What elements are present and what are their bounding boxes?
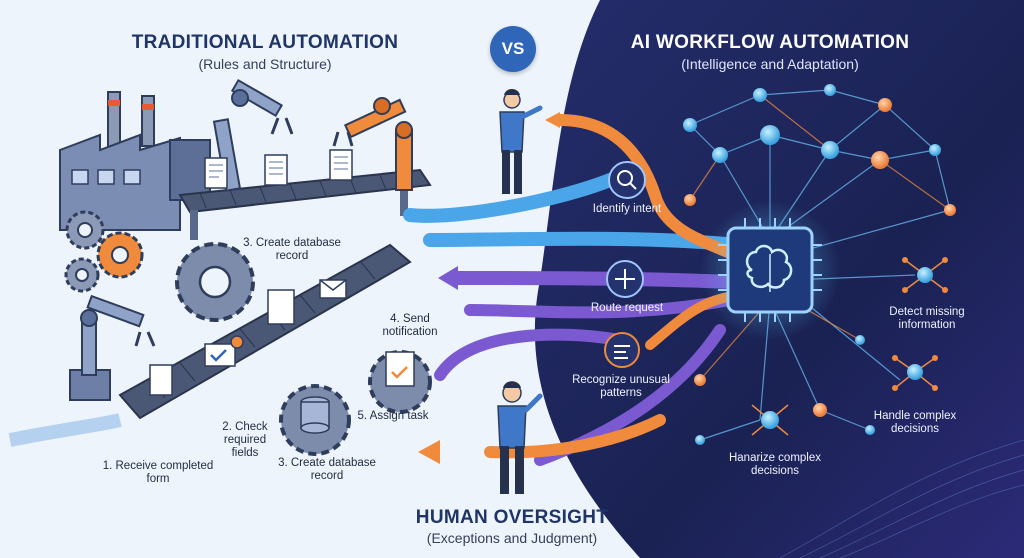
wave-lines — [779, 439, 1024, 558]
vs-badge: VS — [490, 26, 536, 72]
recognize-icon — [604, 332, 640, 368]
gears-left — [64, 210, 144, 293]
footer-title: HUMAN OVERSIGHT — [415, 507, 609, 528]
documents-top — [204, 149, 353, 189]
brain-icon — [745, 244, 793, 289]
robot-arm-blue — [212, 78, 294, 192]
recognize-label: Recognize unusual patterns — [572, 374, 670, 400]
person-bottom-icon — [497, 381, 543, 494]
route-label: Route request — [590, 302, 664, 314]
person-top-icon — [499, 89, 543, 194]
database-gear — [279, 384, 351, 456]
step2-label: 2. Check required fields — [222, 421, 268, 460]
left-title: TRADITIONAL AUTOMATION — [131, 32, 399, 53]
left-subtitle: (Rules and Structure) — [198, 56, 332, 72]
step3-bottom-label: 3. Create database record — [278, 457, 376, 483]
flow-ribbons — [403, 112, 742, 466]
input-arrow — [8, 413, 122, 447]
hanarize-label: Hanarize complex decisions — [728, 452, 822, 478]
step4-label: 4. Send notification — [382, 313, 438, 339]
right-subtitle: (Intelligence and Adaptation) — [681, 56, 859, 72]
factory — [59, 91, 211, 231]
robot-arm-orange — [332, 97, 413, 191]
identify-label: Identify intent — [592, 203, 662, 215]
identify-icon — [608, 161, 646, 199]
footer-subtitle: (Exceptions and Judgment) — [426, 530, 598, 546]
detect-label: Detect missing information — [889, 306, 965, 332]
route-icon — [606, 260, 644, 298]
detect-hub-icon — [902, 257, 948, 293]
task-gear — [368, 350, 432, 414]
handle-label: Handle complex decisions — [873, 410, 957, 436]
ai-chip — [700, 200, 840, 340]
handle-hub-icon — [892, 355, 938, 391]
right-title: AI WORKFLOW AUTOMATION — [630, 32, 910, 53]
gear-middle — [175, 242, 255, 322]
robot-arm-lower — [69, 294, 156, 401]
step5-label: 5. Assign task — [357, 410, 429, 422]
step3-top-label: 3. Create database record — [243, 237, 341, 263]
step1-label: 1. Receive completed form — [102, 460, 214, 486]
lower-items — [149, 279, 347, 396]
hanarize-hub-icon — [751, 404, 789, 436]
